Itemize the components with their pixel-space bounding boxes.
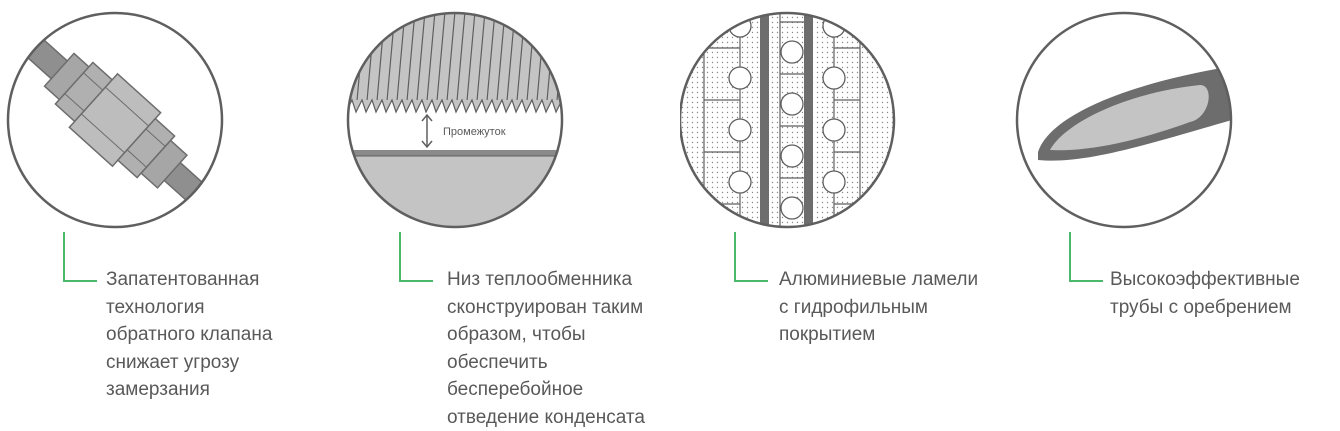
hydrophilic-fins-icon bbox=[680, 11, 896, 229]
feature-hydrophilic-fins: Алюминиевые ламели с гидрофильным покрыт… bbox=[680, 0, 1010, 413]
caption-heat-exchanger-gap: Низ теплообменника сконструирован таким … bbox=[447, 269, 645, 428]
caption-finned-tube: Высокоэффективные трубы с оребрением bbox=[1110, 269, 1300, 318]
feature-finned-tube: Высокоэффективные трубы с оребрением bbox=[1010, 0, 1340, 413]
check-valve-icon bbox=[6, 11, 224, 229]
connector-line bbox=[734, 232, 768, 282]
connector-line bbox=[1069, 232, 1103, 282]
connector-line bbox=[63, 232, 97, 282]
connector-line bbox=[399, 232, 433, 282]
feature-heat-exchanger-gap: Промежуток Низ теплообменника сконструир… bbox=[340, 0, 670, 428]
feature-check-valve: Запатентованная технология обратного кла… bbox=[0, 0, 330, 413]
finned-tube-icon bbox=[1015, 11, 1233, 229]
gap-arrow-icon bbox=[421, 113, 433, 149]
heat-exchanger-gap-icon: Промежуток bbox=[346, 11, 564, 229]
caption-hydrophilic-fins: Алюминиевые ламели с гидрофильным покрыт… bbox=[779, 269, 979, 345]
caption-check-valve: Запатентованная технология обратного кла… bbox=[106, 269, 273, 400]
gap-label: Промежуток bbox=[443, 126, 506, 138]
